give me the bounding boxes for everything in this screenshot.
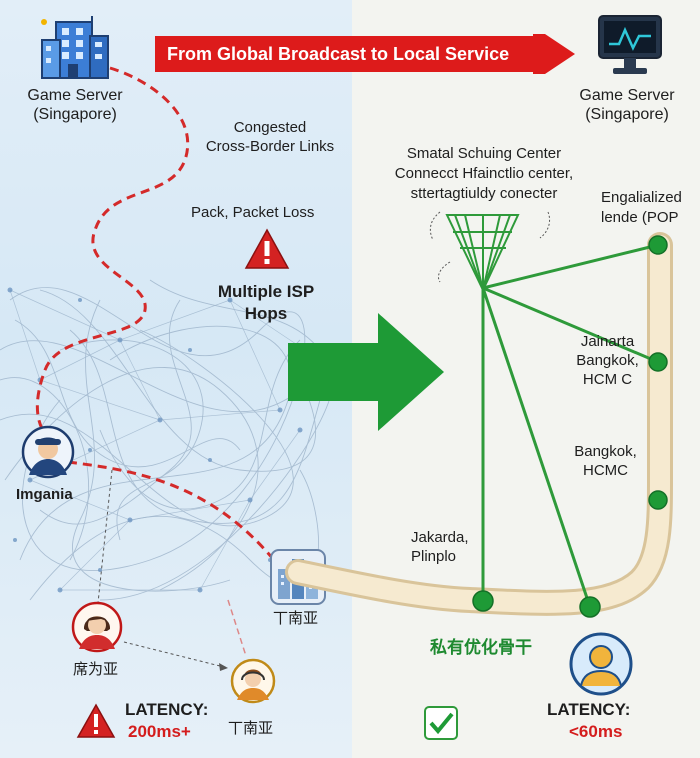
city-label: 丅南亚: [273, 610, 319, 627]
warning-icon: [244, 228, 290, 269]
banner-text: From Global Broadcast to Local Service: [167, 44, 510, 64]
connection-center-funnel: [445, 214, 520, 293]
scheduling-center-label: Smatal Schuing Center Connecct Hfainctli…: [394, 145, 574, 202]
node1-label: Jainarta Bangkok, HCM C: [576, 333, 639, 388]
node2-label: Bangkok, HCMC: [574, 443, 637, 479]
right-user-avatar: [569, 632, 633, 696]
user-b-label: 丅南亚: [228, 720, 274, 737]
latency-warning-icon: [76, 703, 116, 738]
user-a-avatar: [71, 601, 123, 653]
left-latency-value: 200ms+: [128, 722, 191, 741]
node3-label: Jakarda, Plinplo: [411, 529, 469, 565]
left-server-label: Game Server (Singapore): [27, 87, 123, 123]
packet-loss-label: Pack, Packet Loss: [191, 204, 315, 221]
right-latency-title: LATENCY:: [547, 700, 631, 719]
pop-label: Engalialized lende (POP: [601, 189, 682, 226]
banner-arrow: [155, 34, 575, 74]
congested-links-label: Congested Cross-Border Links: [205, 119, 335, 155]
isp-hops-label: Multiple ISP Hops: [217, 282, 315, 323]
user-a-label: 席为亚: [73, 661, 119, 678]
building-icon: [41, 16, 109, 79]
user-b-avatar: [230, 658, 276, 704]
left-latency-title: LATENCY:: [125, 700, 209, 719]
transition-arrow: [288, 313, 444, 431]
check-icon: [424, 706, 458, 740]
user-avatar: [21, 425, 75, 479]
backbone-label: 私有优化骨干: [430, 638, 532, 657]
right-server-label: Game Server (Singapore): [579, 87, 675, 123]
user-main-label: Imgania: [16, 486, 73, 503]
right-latency-value: <60ms: [569, 722, 623, 741]
monitor-icon: [598, 15, 662, 74]
